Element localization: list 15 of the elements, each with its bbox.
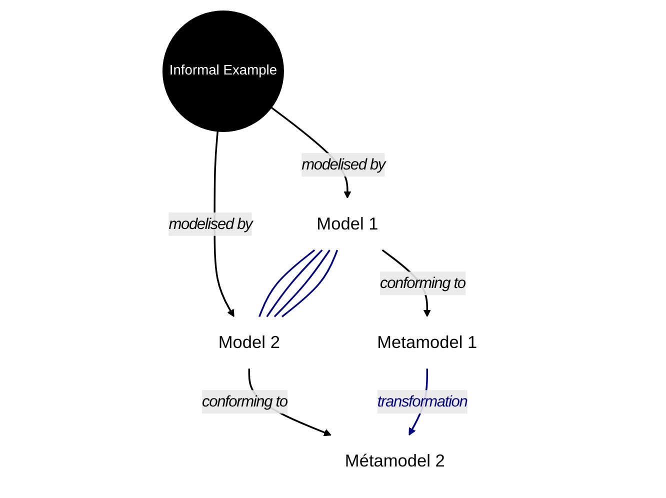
connector bbox=[266, 249, 323, 318]
edge-label: conforming to bbox=[380, 274, 466, 292]
node-text: Model 2 bbox=[218, 333, 280, 352]
edge-label: modelised by bbox=[302, 156, 386, 174]
edge-label: conforming to bbox=[202, 392, 288, 410]
connector bbox=[258, 249, 316, 317]
edge-label: transformation bbox=[377, 392, 468, 410]
node-text: Metamodel 1 bbox=[377, 333, 478, 352]
connector bbox=[282, 250, 338, 318]
edge-label: modelised by bbox=[168, 215, 252, 232]
node-text: Métamodel 2 bbox=[344, 452, 445, 471]
node-circle: Informal Example bbox=[162, 10, 284, 132]
node-text: Model 1 bbox=[316, 214, 378, 234]
connector bbox=[274, 250, 330, 318]
arrow bbox=[214, 131, 234, 318]
